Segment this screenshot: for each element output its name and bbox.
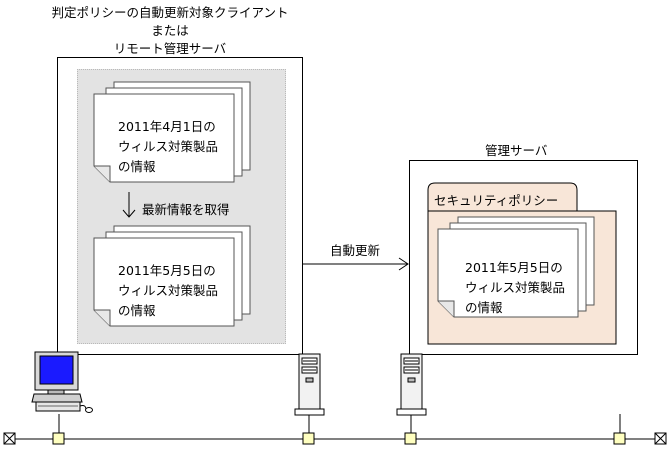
doc-before-line-2: ウィルス対策製品 [118, 139, 219, 154]
network-node-right [613, 414, 626, 445]
doc-after-line-2: ウィルス対策製品 [118, 283, 219, 298]
doc-before-text: 2011年4月1日の ウィルス対策製品 の情報 [118, 117, 218, 177]
doc-server-text: 2011年5月5日の ウィルス対策製品 の情報 [465, 258, 565, 318]
client-title-line-1: 判定ポリシーの自動更新対象クライアント [51, 5, 289, 20]
doc-after-line-1: 2011年5月5日の [118, 263, 216, 278]
server-title: 管理サーバ [485, 143, 548, 158]
step-label: 最新情報を取得 [142, 202, 230, 217]
pc-icon [31, 351, 93, 413]
doc-server-line-2: ウィルス対策製品 [465, 280, 566, 295]
auto-update-label: 自動更新 [330, 243, 381, 258]
management-server-tower-icon [396, 353, 427, 416]
client-title: 判定ポリシーの自動更新対象クライアント または リモート管理サーバ [0, 4, 340, 58]
doc-server-line-3: の情報 [465, 300, 503, 315]
client-title-line-2: または [151, 23, 189, 38]
network-node-management-server [404, 414, 417, 445]
network-node-pc [52, 414, 65, 445]
network-line [3, 432, 667, 445]
doc-before-line-1: 2011年4月1日の [118, 119, 216, 134]
network-node-client-server [302, 414, 315, 445]
doc-server-line-1: 2011年5月5日の [465, 260, 563, 275]
folder-tab-label: セキュリティポリシー [434, 193, 559, 208]
doc-before-line-3: の情報 [118, 159, 156, 174]
right-arrow-icon [302, 257, 409, 271]
server-tower-icon [294, 353, 325, 416]
doc-after-text: 2011年5月5日の ウィルス対策製品 の情報 [118, 261, 218, 321]
doc-after-line-3: の情報 [118, 303, 156, 318]
client-title-line-3: リモート管理サーバ [113, 41, 227, 56]
down-arrow-icon [122, 192, 136, 218]
